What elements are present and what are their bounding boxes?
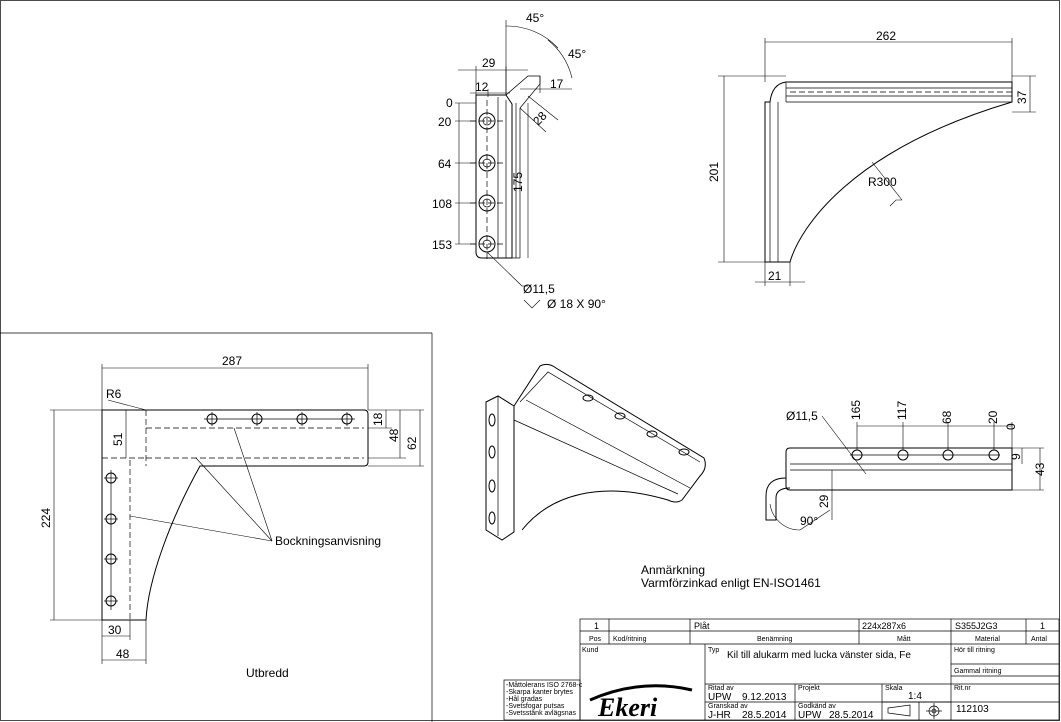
side-dim-20: 20 — [438, 115, 452, 129]
row-benamning: Plåt — [694, 621, 710, 631]
flat-dim-18: 18 — [371, 412, 385, 426]
hdr-matt: Mått — [897, 635, 911, 643]
ritad-date: 9.12.2013 — [742, 692, 787, 703]
side-dim-17: 17 — [550, 77, 564, 91]
front-dim-21: 21 — [768, 269, 782, 283]
flat-caption: Utbredd — [246, 666, 289, 680]
row-antal: 1 — [1040, 621, 1045, 631]
top-dim-68: 68 — [940, 410, 954, 424]
front-dim-262: 262 — [876, 29, 896, 43]
typ-label: Typ — [708, 647, 719, 654]
top-dim-20: 20 — [986, 410, 1000, 424]
row-material: S355J2G3 — [955, 621, 998, 631]
front-dim-37: 37 — [1015, 90, 1029, 104]
top-dim-43: 43 — [1033, 462, 1047, 476]
side-angle-side: 45° — [568, 47, 586, 61]
flat-dim-224: 224 — [39, 508, 53, 528]
side-view-holes — [470, 100, 504, 262]
granskad-label: Granskad av — [708, 703, 748, 710]
side-dim-175: 175 — [511, 172, 525, 192]
granskad-date: 28.5.2014 — [742, 710, 787, 721]
isometric-view — [485, 363, 706, 541]
top-hole-diameter: Ø11,5 — [786, 409, 818, 423]
top-dim-29: 29 — [817, 494, 831, 508]
typ-value: Kil till alukarm med lucka vänster sida,… — [727, 650, 911, 661]
projekt-label: Projekt — [798, 685, 820, 692]
flat-dim-287: 287 — [222, 354, 242, 368]
side-dim-0: 0 — [446, 96, 453, 110]
flat-bend-note: Bockningsanvisning — [275, 534, 381, 548]
hdr-kod: Kod/ritning — [613, 636, 647, 643]
side-view: 0 20 64 108 153 175 29 12 17 28 45° 45° … — [432, 11, 606, 311]
side-hole-diameter: Ø11,5 — [523, 282, 555, 296]
side-dim-28: 28 — [530, 109, 550, 129]
ritnr-label: Rit.nr — [954, 685, 971, 692]
front-view: 262 37 201 R300 21 — [707, 29, 1036, 286]
tolerance-3: -Hål gradas — [506, 695, 543, 703]
ritad-by: UPW — [708, 692, 732, 703]
kund-label: Kund — [582, 647, 598, 654]
godkand-date: 28.5.2014 — [829, 710, 874, 721]
side-dim-64: 64 — [438, 157, 452, 171]
skala-label: Skala — [885, 685, 903, 692]
gammal-label: Gammal ritning — [954, 668, 1002, 675]
hor-till-label: Hör till ritning — [954, 647, 995, 654]
hdr-antal: Antal — [1031, 636, 1047, 643]
flat-dim-51: 51 — [111, 432, 125, 446]
flat-dim-48-right: 48 — [387, 428, 401, 442]
side-dim-108: 108 — [432, 197, 452, 211]
godkand-label: Godkänd av — [798, 703, 836, 710]
ritad-label: Ritad av — [708, 685, 734, 692]
flat-view-holes-left — [104, 470, 118, 610]
flat-radius: R6 — [106, 387, 122, 401]
flat-view: 287 R6 51 18 48 62 224 30 48 Bockn — [39, 354, 424, 680]
top-dim-0: 0 — [1004, 423, 1018, 430]
row-pos: 1 — [594, 621, 599, 631]
projection-symbol-icon — [887, 703, 942, 719]
top-dim-117: 117 — [895, 401, 909, 420]
side-dim-12: 12 — [475, 80, 489, 94]
note-title: Anmärkning — [641, 563, 705, 577]
side-countersink: Ø 18 X 90° — [547, 297, 606, 311]
godkand-by: UPW — [798, 710, 822, 721]
title-block: 1 Plåt 224x287x6 S355J2G3 1 Pos Kod/ritn… — [503, 618, 1060, 722]
hdr-material: Material — [975, 636, 1000, 643]
ritnr-value: 112103 — [956, 704, 989, 715]
top-dim-9: 9 — [1009, 453, 1023, 460]
tolerance-5: -Svetsstänk avlägsnas — [506, 710, 577, 717]
flat-dim-62: 62 — [405, 436, 419, 450]
flat-view-holes-top — [204, 412, 355, 426]
top-view: 165 117 68 20 0 Ø11,5 9 43 29 90° — [765, 400, 1047, 531]
logo-text: Ekeri — [597, 693, 658, 722]
flat-dim-48-bottom: 48 — [116, 647, 130, 661]
top-dim-165: 165 — [849, 400, 863, 420]
granskad-by: J-HR — [708, 710, 731, 721]
tolerance-4: -Svetsfogar putsas — [506, 703, 565, 710]
front-dim-201: 201 — [707, 162, 721, 182]
side-angle-top: 45° — [526, 11, 544, 25]
flat-dim-30: 30 — [108, 623, 122, 637]
hdr-benamning: Benämning — [757, 636, 793, 643]
hdr-pos: Pos — [589, 636, 602, 643]
row-matt: 224x287x6 — [862, 621, 906, 631]
side-dim-29: 29 — [482, 56, 496, 70]
tolerance-1: -Måttolerans ISO 2768-c — [506, 681, 583, 689]
top-angle: 90° — [800, 514, 818, 528]
side-dim-153: 153 — [432, 238, 452, 252]
ekeri-logo: Ekeri — [589, 684, 693, 722]
front-radius: R300 — [868, 175, 897, 189]
skala-value: 1:4 — [908, 691, 922, 702]
tolerance-2: -Skarpa kanter brytes — [506, 689, 573, 696]
note-text: Varmförzinkad enligt EN-ISO1461 — [641, 576, 821, 590]
